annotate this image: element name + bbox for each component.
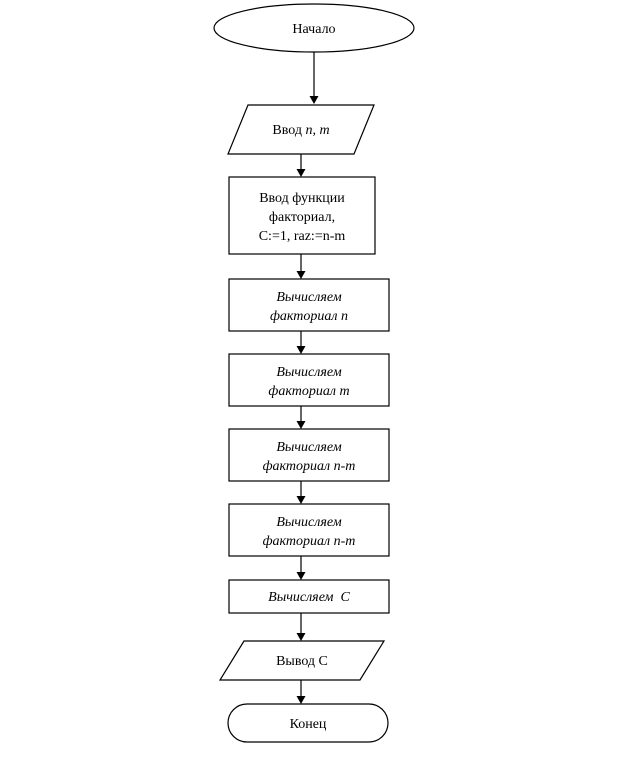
step-compute-c: Вычисляем C <box>228 579 390 614</box>
step2-line-1: Вычисляем <box>276 365 341 380</box>
output-node: Вывод C <box>218 640 386 681</box>
step-factorial-n: Вычисляем факториал n <box>228 278 390 332</box>
start-label: Начало <box>292 22 335 37</box>
step3-line-1: Вычисляем <box>276 440 341 455</box>
arrow-step5-to-output <box>296 613 306 641</box>
input-label-vars: n, m <box>305 123 329 138</box>
start-terminator: Начало <box>213 3 415 53</box>
step-factorial-m: Вычисляем факториал m <box>228 353 390 407</box>
input-label: Ввод n, m <box>272 123 329 138</box>
step3-line-2: факториал n-m <box>263 459 356 474</box>
init-process: Ввод функции факториал, C:=1, raz:=n-m <box>228 176 376 255</box>
step5-label: Вычисляем C <box>268 590 350 605</box>
arrow-output-to-end <box>296 680 306 704</box>
init-line-2: факториал, <box>269 210 335 225</box>
step2-line-2: факториал m <box>268 384 349 399</box>
step-factorial-n-minus-m-1: Вычисляем факториал n-m <box>228 428 390 482</box>
init-line-1: Ввод функции <box>259 191 345 206</box>
step1-line-1: Вычисляем <box>276 290 341 305</box>
input-node: Ввод n, m <box>227 104 375 155</box>
arrow-start-to-input <box>309 52 319 104</box>
step4-line-2: факториал n-m <box>263 534 356 549</box>
end-label: Конец <box>290 717 327 732</box>
step4-line-1: Вычисляем <box>276 515 341 530</box>
arrow-step2-to-step3 <box>296 406 306 429</box>
arrow-step3-to-step4 <box>296 481 306 504</box>
arrow-step4-to-step5 <box>296 556 306 580</box>
input-label-prefix: Ввод <box>272 123 305 138</box>
step1-line-2: факториал n <box>270 309 348 324</box>
init-line-3: C:=1, raz:=n-m <box>259 229 346 244</box>
step-factorial-n-minus-m-2: Вычисляем факториал n-m <box>228 503 390 557</box>
arrow-input-to-init <box>296 154 306 177</box>
output-label: Вывод C <box>276 654 328 669</box>
arrow-init-to-step1 <box>296 254 306 279</box>
arrow-step1-to-step2 <box>296 331 306 354</box>
end-terminator: Конец <box>227 703 389 743</box>
